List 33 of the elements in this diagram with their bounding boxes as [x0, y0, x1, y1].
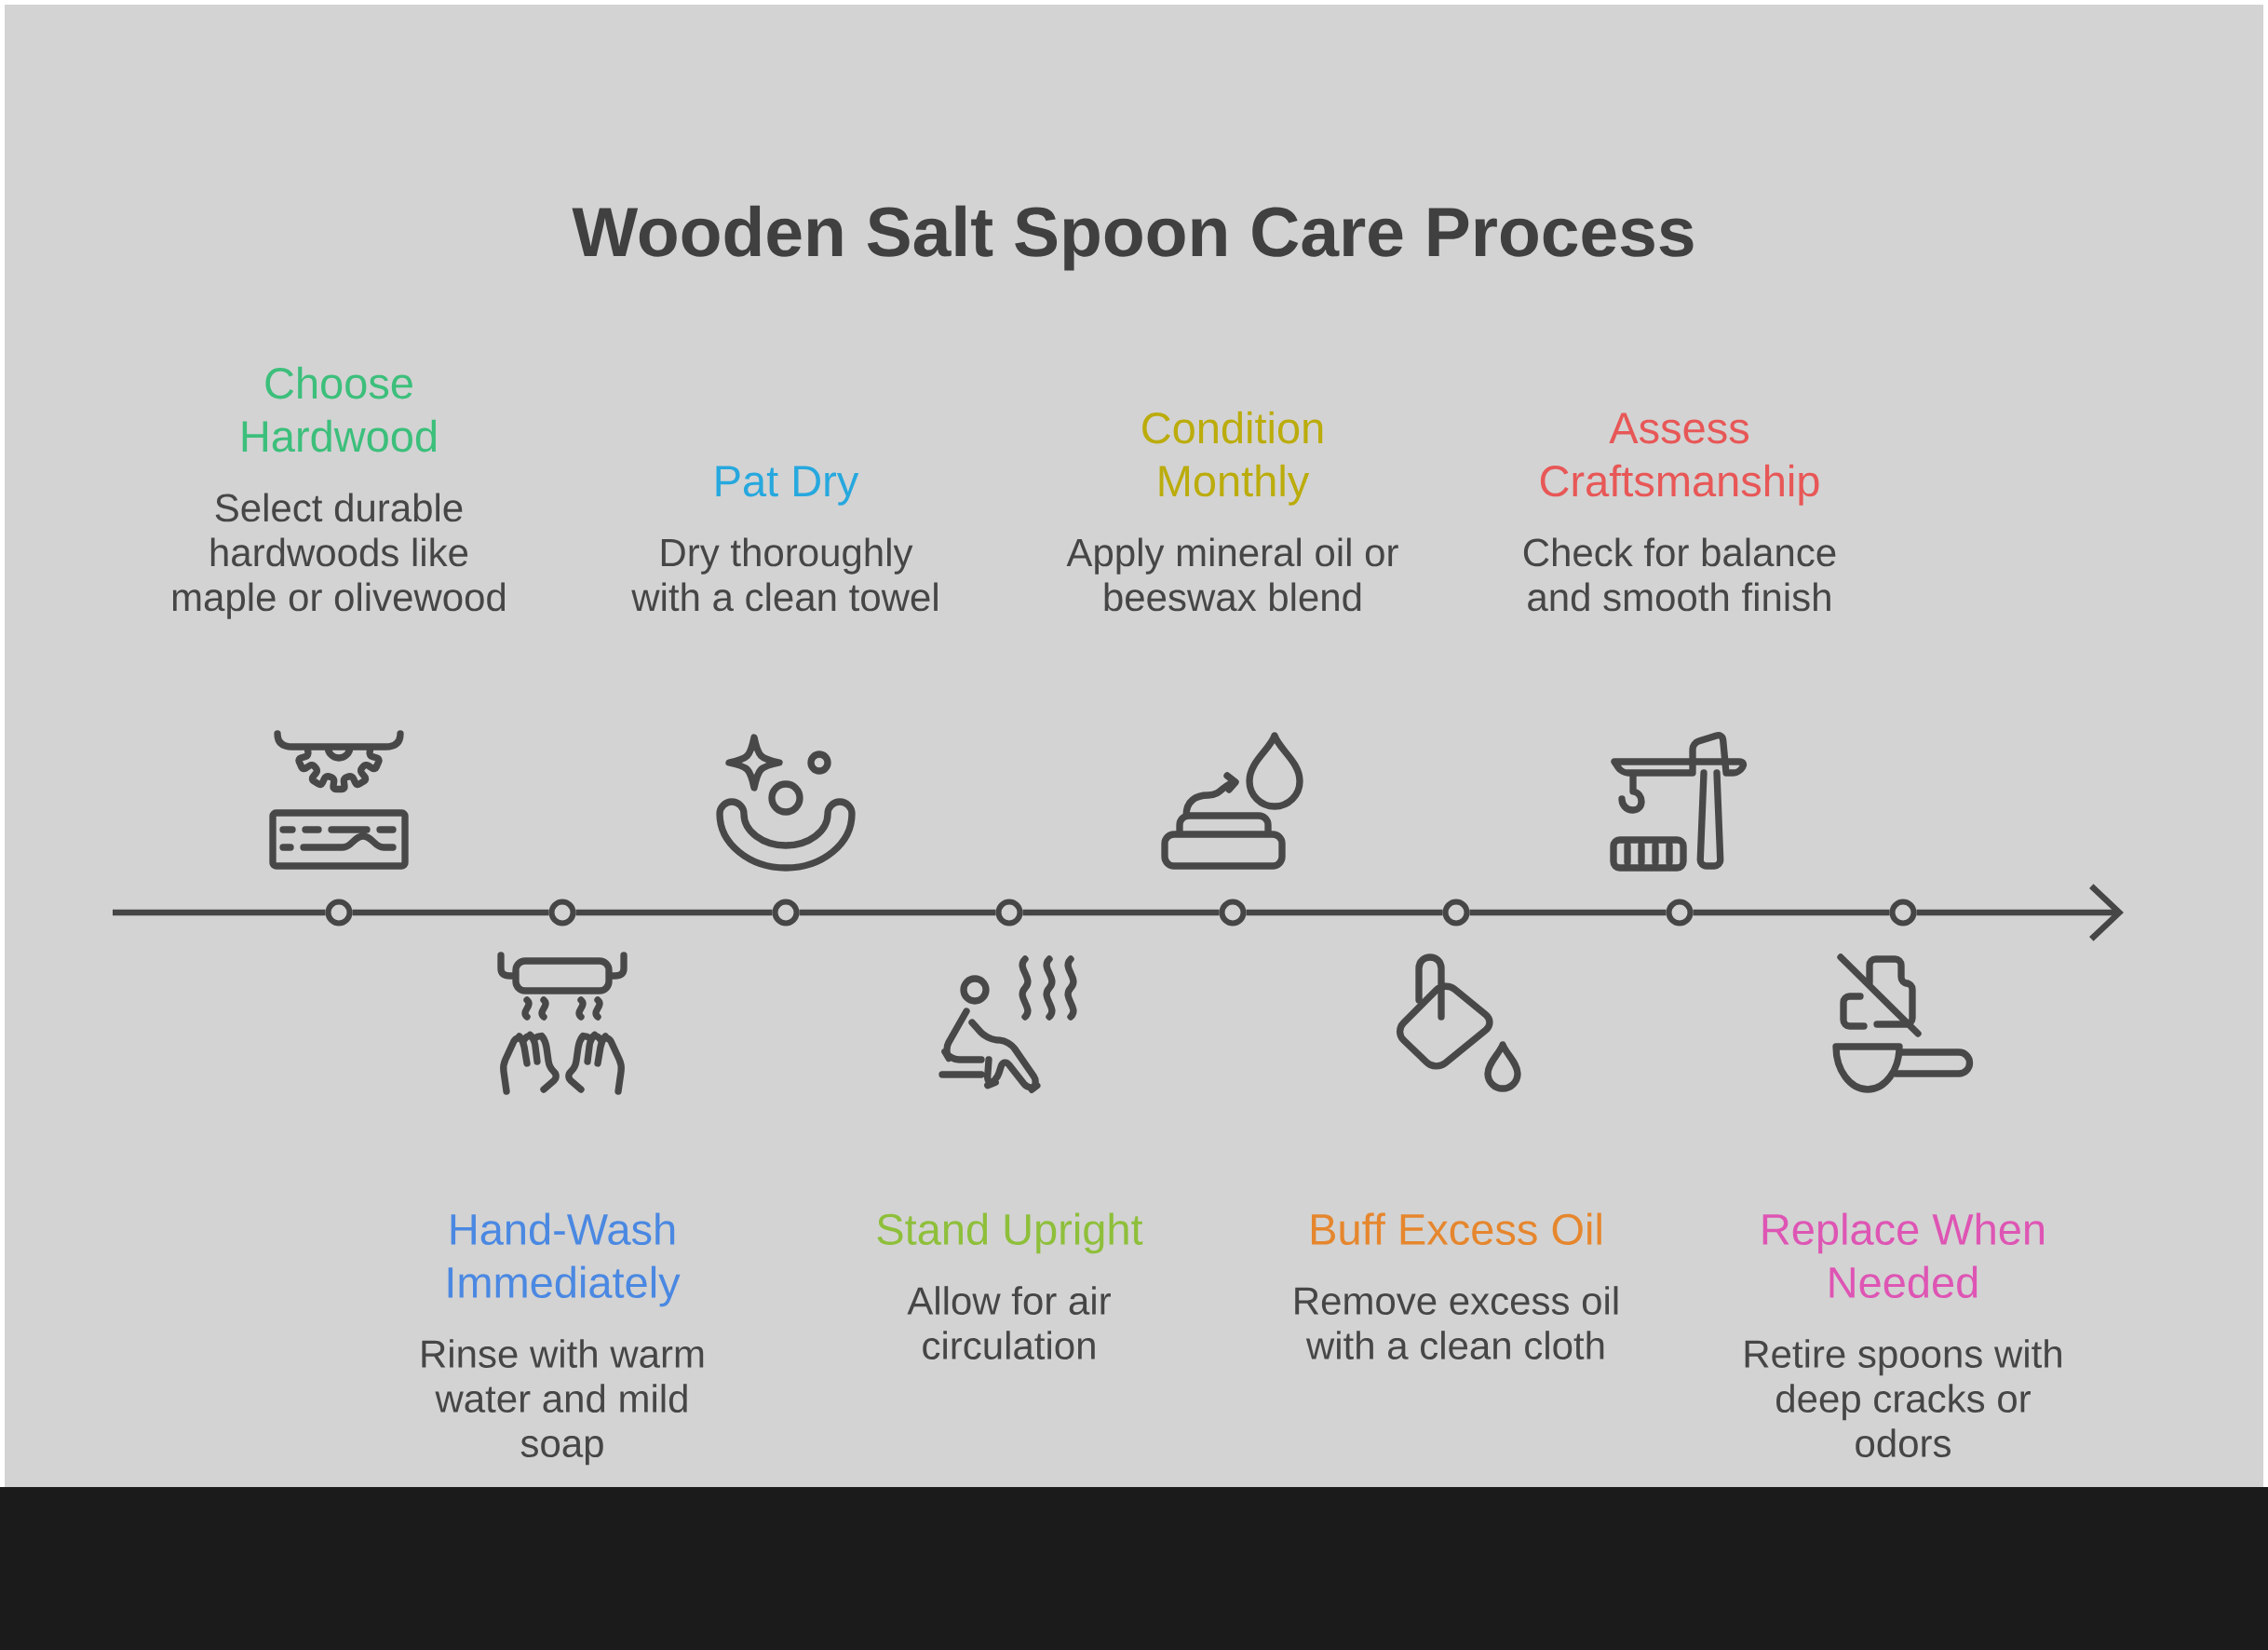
step-heading: Choose Hardwood — [242, 366, 437, 453]
step-heading: Stand Upright — [877, 1212, 1143, 1254]
step-heading: Buff Excess Oil — [1312, 1212, 1601, 1246]
step-description: Apply mineral oil or beeswax blend — [1066, 537, 1398, 612]
step-heading: Assess Craftsmanship — [1540, 412, 1819, 506]
timeline-marker — [772, 899, 800, 926]
step-description: Select durable hardwoods like maple or olivewood — [172, 493, 506, 619]
step-heading: Pat Dry — [716, 466, 859, 506]
timeline-line — [575, 909, 773, 916]
timeline-marker — [1889, 899, 1917, 926]
step-heading: Condition Monthly — [1142, 411, 1323, 506]
step-description: Remove excess oil with a clean cloth — [1295, 1286, 1618, 1359]
timeline-line — [1693, 909, 1890, 916]
timeline-marker — [1442, 899, 1470, 926]
step-description: Dry thoroughly with a clean towel — [631, 537, 938, 612]
timeline-line — [1246, 909, 1443, 916]
timeline-marker — [1666, 899, 1694, 926]
timeline-line — [1022, 909, 1220, 916]
step-description: Check for balance and smooth finish — [1523, 537, 1836, 612]
timeline-line — [352, 909, 549, 916]
step-description: Rinse with warm water and mild soap — [422, 1339, 704, 1466]
step-heading: Replace When Needed — [1762, 1212, 2044, 1299]
timeline-marker — [548, 899, 576, 926]
timeline-marker — [1219, 899, 1247, 926]
timeline-marker — [325, 899, 353, 926]
step-heading: Hand-Wash Immediately — [448, 1212, 681, 1307]
step-description: Allow for air circulation — [907, 1286, 1111, 1359]
timeline-arrow — [1916, 884, 2124, 941]
timeline-line — [1469, 909, 1667, 916]
timeline-line — [799, 909, 996, 916]
step-description: Retire spoons with deep cracks or odors — [1745, 1339, 2061, 1457]
title: Wooden Salt Spoon Care Process — [572, 205, 1694, 271]
timeline-marker — [995, 899, 1023, 926]
